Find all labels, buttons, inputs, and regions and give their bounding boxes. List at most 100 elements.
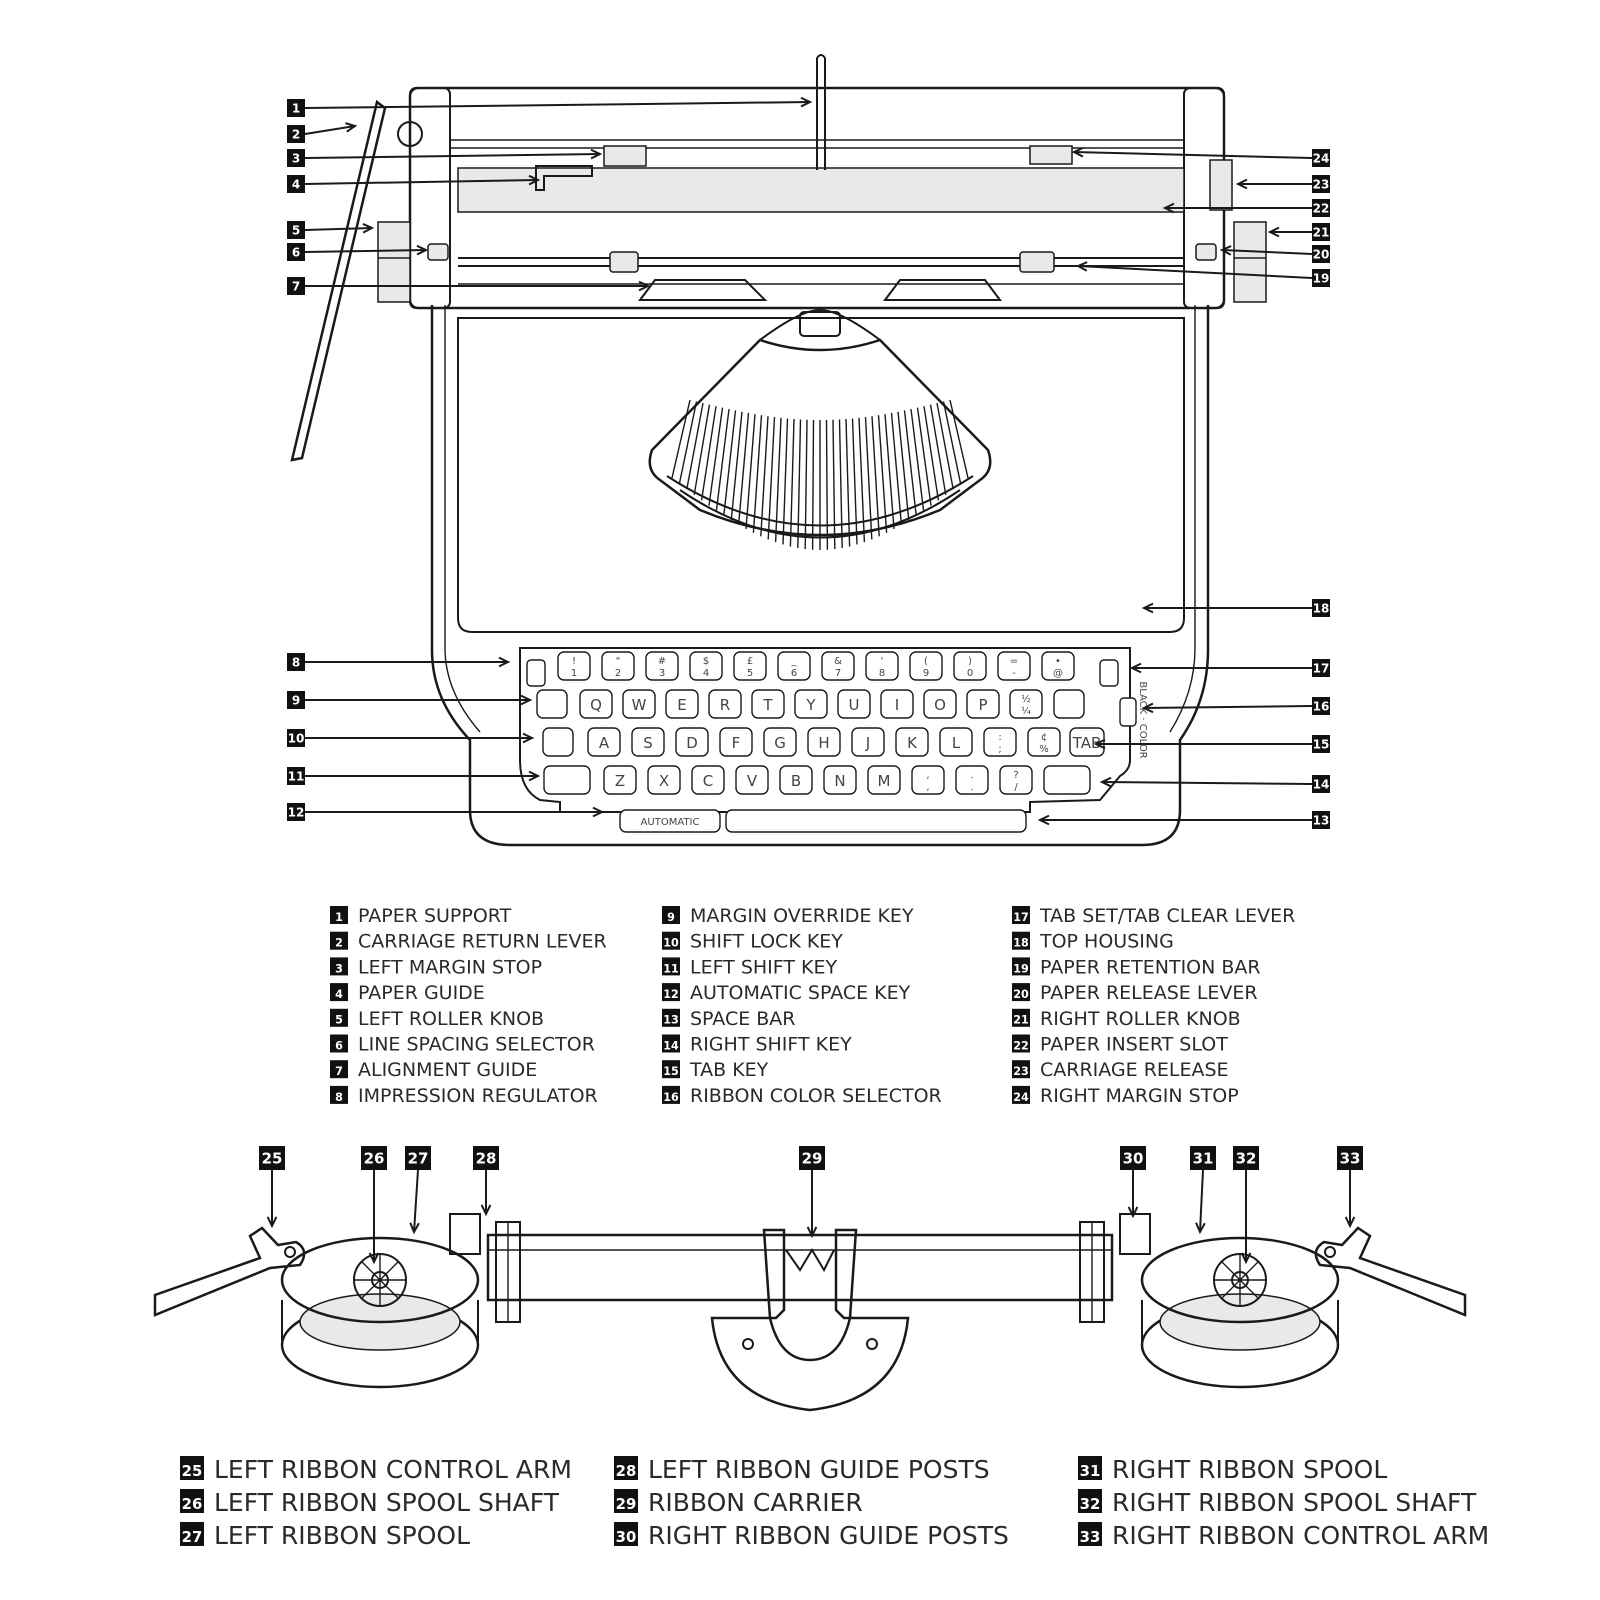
svg-text:9: 9 <box>923 668 929 679</box>
callout-arrow-3 <box>304 174 541 186</box>
callout-badge-6: 6 <box>287 243 305 261</box>
callout-badge-16: 16 <box>1312 697 1330 715</box>
key-s[interactable]: S <box>631 727 665 757</box>
key-z[interactable]: Z <box>603 765 637 795</box>
key-l[interactable]: L <box>939 727 973 757</box>
key-a[interactable]: A <box>587 727 621 757</box>
key-v[interactable]: V <box>735 765 769 795</box>
key-o[interactable]: O <box>923 689 957 719</box>
key-w[interactable]: W <box>622 689 656 719</box>
top-housing <box>457 317 1185 633</box>
typebar <box>877 415 888 533</box>
callout-arrow-22 <box>1235 178 1312 190</box>
key-p[interactable]: P <box>966 689 1000 719</box>
svg-text:L: L <box>952 734 961 752</box>
key-e[interactable]: E <box>665 689 699 719</box>
svg-text:21: 21 <box>1313 225 1330 239</box>
svg-text:33: 33 <box>1340 1149 1361 1167</box>
svg-text:I: I <box>895 696 899 714</box>
callout-badge-20: 20 <box>1312 245 1330 263</box>
right-shift-key[interactable] <box>1043 765 1091 795</box>
key-t[interactable]: T <box>751 689 785 719</box>
key-1[interactable]: !1 <box>557 651 591 681</box>
key-punct-1[interactable]: .. <box>955 765 989 795</box>
ribbon-color-selector[interactable] <box>1119 697 1137 727</box>
margin-override-key[interactable] <box>536 689 568 719</box>
svg-text:.: . <box>970 782 973 793</box>
typebar <box>851 418 858 545</box>
key-8[interactable]: '8 <box>865 651 899 681</box>
left-roller-knob <box>377 221 411 303</box>
right-roller-knob <box>1233 221 1267 303</box>
key-k[interactable]: K <box>895 727 929 757</box>
ribbon-carrier <box>710 1228 910 1412</box>
key-m[interactable]: M <box>867 765 901 795</box>
key-0[interactable]: )0 <box>953 651 987 681</box>
key-q[interactable]: Q <box>579 689 613 719</box>
key-n[interactable]: N <box>823 765 857 795</box>
key-6[interactable]: _6 <box>777 651 811 681</box>
tab-set-lever[interactable] <box>1099 659 1119 687</box>
ribbon-rail <box>486 1233 1114 1302</box>
key-3[interactable]: #3 <box>645 651 679 681</box>
key-b[interactable]: B <box>779 765 813 795</box>
svg-text:R: R <box>720 696 730 714</box>
svg-text:%: % <box>1039 744 1049 755</box>
svg-text:4: 4 <box>335 988 343 1001</box>
line-spacing-selector <box>427 243 449 261</box>
svg-text:16: 16 <box>663 1091 679 1104</box>
key--[interactable]: =- <box>997 651 1031 681</box>
key-colon[interactable]: :; <box>983 727 1017 757</box>
key-g[interactable]: G <box>763 727 797 757</box>
key-7[interactable]: &7 <box>821 651 855 681</box>
svg-text:28: 28 <box>476 1149 497 1167</box>
callout-arrow-6 <box>305 280 651 292</box>
key-c[interactable]: C <box>691 765 725 795</box>
key-2[interactable]: "2 <box>601 651 635 681</box>
typebar <box>916 407 932 506</box>
typebar <box>864 417 873 540</box>
key-d[interactable]: D <box>675 727 709 757</box>
svg-text:N: N <box>834 772 845 790</box>
key-x[interactable]: X <box>647 765 681 795</box>
callout-badge-22: 22 <box>1312 199 1330 217</box>
callout-badge-1: 1 <box>287 99 305 117</box>
key-9[interactable]: (9 <box>909 651 943 681</box>
key-h[interactable]: H <box>807 727 841 757</box>
left-shift-key[interactable] <box>543 765 591 795</box>
key-j[interactable]: J <box>851 727 885 757</box>
svg-text:26: 26 <box>182 1495 203 1513</box>
typebar <box>671 399 691 479</box>
svg-text:LEFT RIBBON CONTROL ARM: LEFT RIBBON CONTROL ARM <box>214 1455 572 1484</box>
tab-key[interactable]: TAB <box>1069 727 1105 757</box>
automatic-space-key[interactable] <box>619 809 721 833</box>
key-i[interactable]: I <box>880 689 914 719</box>
key-fraction[interactable]: ½¼ <box>1009 689 1043 719</box>
key-punct-2[interactable]: ?/ <box>999 765 1033 795</box>
key-y[interactable]: Y <box>794 689 828 719</box>
type-guide <box>759 308 881 341</box>
key-punct-0[interactable]: ,, <box>911 765 945 795</box>
shift-lock-key[interactable] <box>542 727 574 757</box>
key-percent[interactable]: ¢% <box>1027 727 1061 757</box>
key-@[interactable]: •@ <box>1041 651 1075 681</box>
callout-arrow-15 <box>1141 702 1313 714</box>
space-bar[interactable] <box>725 809 1027 833</box>
svg-text:10: 10 <box>288 731 305 745</box>
callout-arrow-18 <box>1075 261 1313 279</box>
svg-text:17: 17 <box>1313 661 1330 675</box>
key-u[interactable]: U <box>837 689 871 719</box>
callout-arrow-9 <box>305 732 535 744</box>
svg-text:-: - <box>1012 668 1016 679</box>
backspace-key[interactable] <box>1053 689 1085 719</box>
key-5[interactable]: £5 <box>733 651 767 681</box>
key-r[interactable]: R <box>708 689 742 719</box>
automatic-space-key-label: AUTOMATIC <box>641 817 700 828</box>
key-4[interactable]: $4 <box>689 651 723 681</box>
key-f[interactable]: F <box>719 727 753 757</box>
svg-text:30: 30 <box>1123 1149 1144 1167</box>
impression-regulator[interactable] <box>526 659 546 687</box>
